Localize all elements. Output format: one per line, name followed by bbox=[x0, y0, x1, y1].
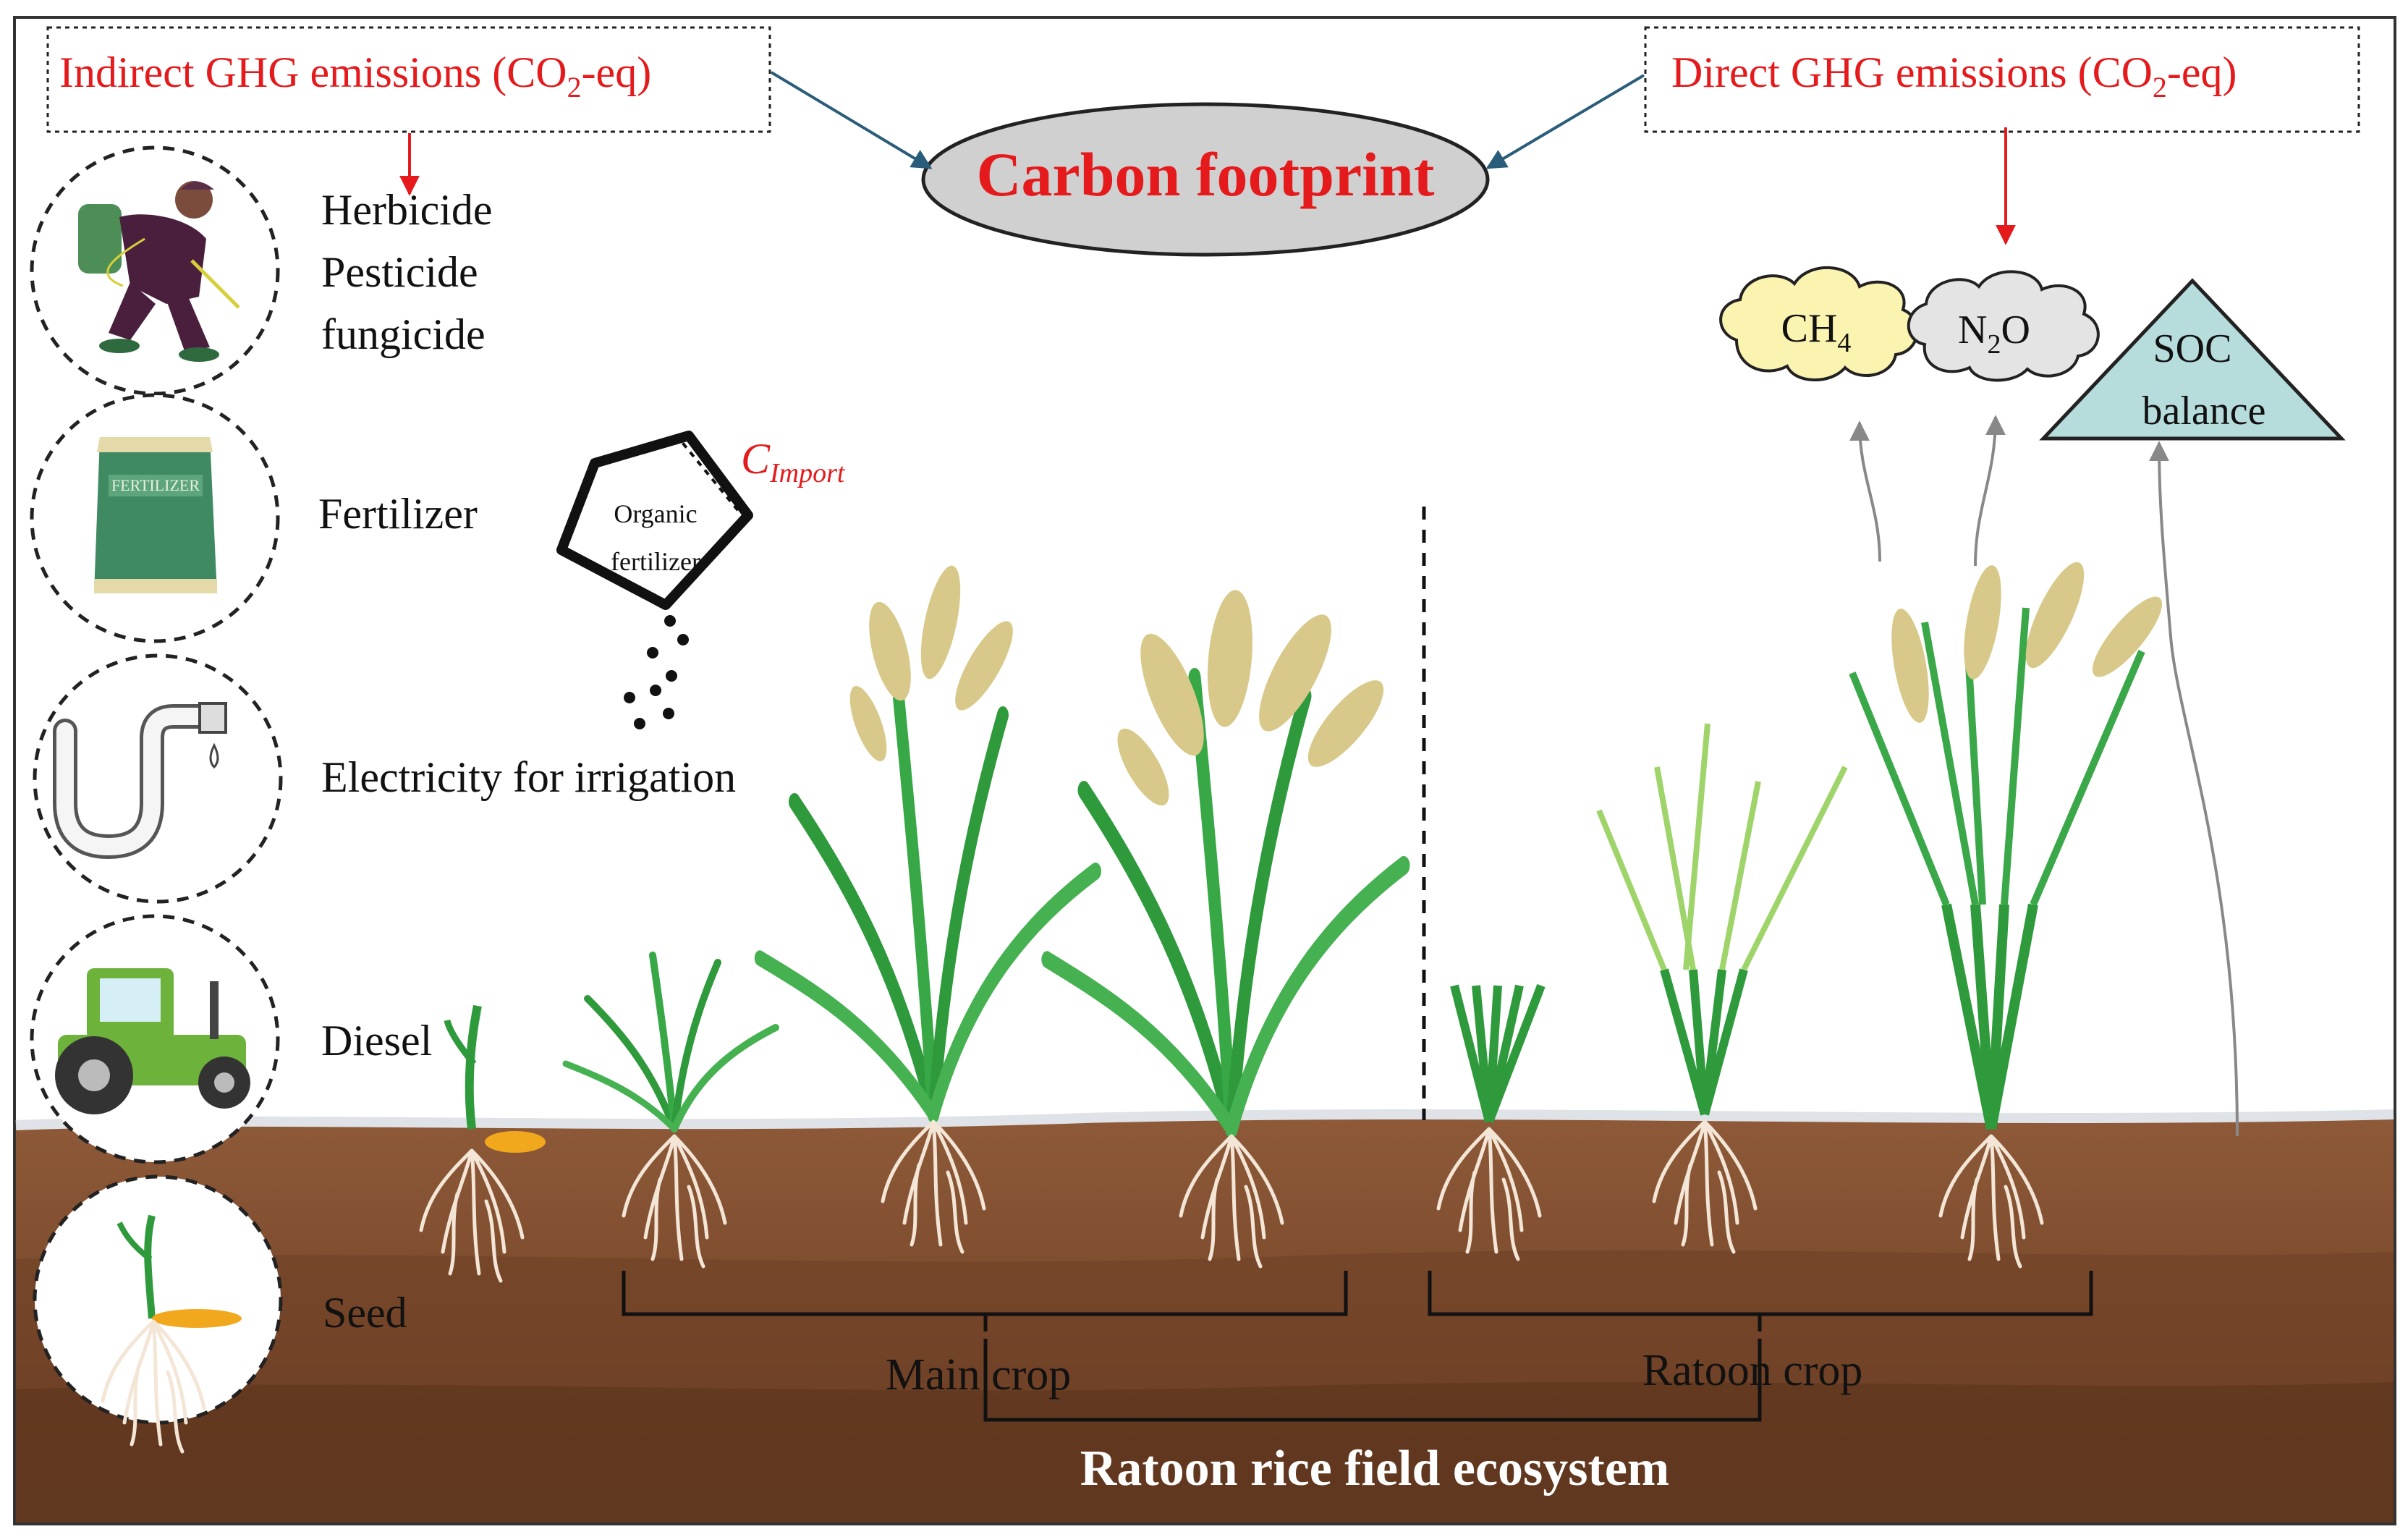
fertilizer-granules bbox=[624, 615, 689, 729]
fungicide-label: fungicide bbox=[321, 310, 486, 358]
pipe-faucet-icon bbox=[53, 702, 227, 860]
indirect-ghg-box bbox=[46, 26, 771, 133]
sprayer-icon-circle bbox=[30, 145, 280, 396]
tractor-icon bbox=[55, 968, 250, 1114]
fertilizer-label: Fertilizer bbox=[318, 490, 478, 538]
indirect-ghg-label: Indirect GHG emissions (CO2-eq) bbox=[59, 48, 651, 103]
panicle-group-1 bbox=[849, 565, 1013, 762]
soil bbox=[15, 1109, 2394, 1523]
electricity-label: Electricity for irrigation bbox=[321, 753, 736, 801]
organic-fertilizer-icon: Organic fertilizer bbox=[556, 431, 753, 610]
panicle-group-2 bbox=[1117, 590, 1384, 806]
herbicide-label: Herbicide bbox=[321, 186, 493, 234]
germinating-seed bbox=[421, 1004, 546, 1281]
ratoon-mature bbox=[1849, 562, 2163, 1266]
svg-text:CH4: CH4 bbox=[1781, 306, 1852, 358]
ratoon-stubble bbox=[1438, 983, 1546, 1259]
svg-text:FERTILIZER: FERTILIZER bbox=[111, 476, 200, 494]
sprayer-person-icon bbox=[78, 181, 240, 362]
carbon-footprint-label: Carbon footprint bbox=[976, 140, 1434, 209]
svg-text:Organic: Organic bbox=[614, 499, 697, 528]
seed-label: Seed bbox=[323, 1289, 407, 1337]
seedling-icon bbox=[103, 1214, 242, 1452]
pesticide-label: Pesticide bbox=[321, 248, 478, 296]
soc-arrow bbox=[2149, 441, 2239, 1137]
svg-text:balance: balance bbox=[2142, 389, 2266, 433]
rice-plant-tillering bbox=[760, 565, 1095, 1252]
main-crop-bracket bbox=[622, 1271, 1348, 1331]
svg-text:SOC: SOC bbox=[2153, 326, 2232, 371]
carbon-footprint-ellipse bbox=[921, 102, 1490, 257]
fertilizer-icon-circle: FERTILIZER bbox=[30, 393, 280, 643]
soc-balance-triangle: SOC balance bbox=[2039, 278, 2346, 441]
direct-ghg-label: Direct GHG emissions (CO2-eq) bbox=[1671, 48, 2237, 103]
ratoon-crop-bracket bbox=[1428, 1271, 2093, 1331]
ecosystem-label: Ratoon rice field ecosystem bbox=[1080, 1441, 1669, 1496]
direct-to-footprint-arrow bbox=[1485, 74, 1645, 169]
tractor-icon-circle bbox=[30, 914, 280, 1164]
fertilizer-bag-icon: FERTILIZER bbox=[94, 437, 217, 593]
panicle-group-3 bbox=[1891, 562, 2163, 723]
ecosystem-bracket bbox=[983, 1339, 1762, 1422]
svg-text:fertilizer: fertilizer bbox=[611, 547, 700, 576]
seed-icon-circle bbox=[33, 1174, 283, 1452]
c-import-label: CImport bbox=[741, 435, 846, 488]
ratoon-regrowth bbox=[1596, 723, 1848, 1252]
n2o-cloud: N2O bbox=[1907, 270, 2100, 382]
ch4-emission-arrow bbox=[1849, 420, 1881, 562]
ratoon-crop-label: Ratoon crop bbox=[1642, 1346, 1863, 1395]
ch4-cloud: CH4 bbox=[1719, 266, 1919, 381]
direct-ghg-box bbox=[1644, 26, 2360, 133]
irrigation-icon-circle bbox=[33, 653, 283, 904]
main-crop-label: Main crop bbox=[886, 1350, 1072, 1400]
rice-plant-mature bbox=[1047, 590, 1404, 1266]
svg-text:N2O: N2O bbox=[1958, 308, 2030, 360]
n2o-emission-arrow bbox=[1974, 415, 2006, 567]
indirect-to-footprint-arrow bbox=[770, 71, 933, 169]
diesel-label: Diesel bbox=[321, 1017, 432, 1064]
